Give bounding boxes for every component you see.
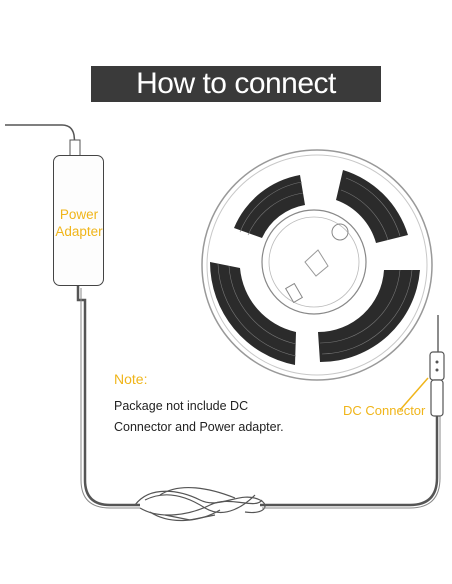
note-line-2: Connector and Power adapter. bbox=[114, 420, 284, 434]
dc-connector-label: DC Connector bbox=[343, 403, 426, 418]
note-title: Note: bbox=[114, 371, 148, 387]
power-adapter-label: Power Adapter bbox=[49, 206, 109, 240]
dc-cable bbox=[260, 415, 439, 507]
dc-connector-icon bbox=[429, 351, 445, 417]
power-adapter-label-line1: Power bbox=[59, 207, 99, 222]
power-adapter bbox=[53, 155, 104, 286]
page-title: How to connect bbox=[136, 67, 336, 100]
power-adapter-label-line2: Adapter bbox=[55, 224, 103, 239]
output-cable bbox=[76, 286, 140, 507]
note-line-1: Package not include DC bbox=[114, 399, 249, 413]
title-banner: How to connect bbox=[91, 66, 381, 102]
led-strip-reel bbox=[201, 149, 433, 381]
connector-pointer bbox=[399, 377, 429, 411]
input-cable bbox=[5, 124, 77, 156]
coiled-wire bbox=[134, 486, 266, 522]
note-text: Package not include DC Connector and Pow… bbox=[114, 396, 314, 438]
